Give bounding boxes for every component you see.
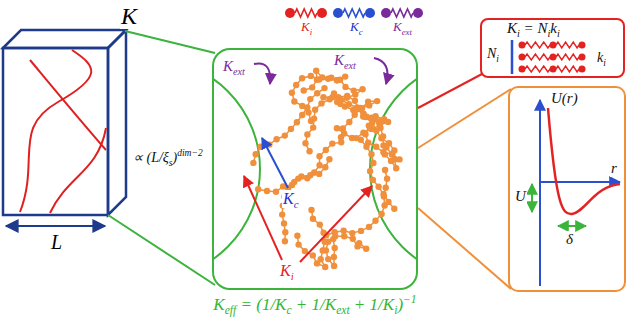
bond-rows — [519, 42, 586, 73]
zoom-line — [125, 31, 215, 53]
axis-label: U(r) — [550, 90, 579, 107]
subscript: s — [169, 158, 173, 168]
scaling-label: ∝ (L/ξs)dim−2 — [132, 150, 204, 165]
ext-arrow — [254, 63, 270, 84]
ext-arrow — [374, 58, 388, 84]
equation-label: Ki = Niki — [506, 20, 561, 37]
length-label: L — [50, 231, 63, 253]
zoom-line — [418, 208, 511, 289]
subscript: i — [291, 270, 294, 282]
subscript: i — [517, 28, 520, 39]
kc-arrow — [262, 138, 288, 188]
domain-arcs — [213, 59, 417, 279]
zoom-line — [418, 74, 482, 108]
superscript: −1 — [403, 293, 417, 306]
zoom-line — [418, 89, 511, 289]
stiffness-label: Kc — [282, 190, 300, 208]
cube — [3, 30, 126, 215]
subscript: ext — [233, 66, 245, 77]
spring-label: Ki — [300, 20, 313, 34]
count-bracket — [511, 40, 514, 74]
width-label: δ — [565, 231, 574, 248]
formula-label: Keff = (1/Kc + 1/Kext + 1/Ki)−1 — [212, 296, 417, 315]
spring-label: ki — [596, 50, 607, 65]
superscript: dim−2 — [177, 148, 202, 158]
depth-arrow — [531, 184, 533, 212]
zoom-line — [108, 31, 215, 285]
cube-box: KL — [3, 30, 126, 215]
stiffness-label: Kext — [222, 58, 246, 75]
subscript: i — [394, 304, 397, 317]
count-label: Ni — [486, 46, 500, 61]
y-axis — [539, 100, 541, 286]
spring-chain — [285, 8, 423, 18]
subscript: i — [557, 28, 560, 39]
subscript: ext — [336, 304, 349, 317]
zoom-line — [418, 74, 482, 108]
inset-box: Ki = NikiNi ki — [480, 18, 625, 78]
subscript: c — [359, 27, 363, 37]
length-arrow — [6, 225, 105, 227]
depth-label: U — [514, 188, 527, 205]
width-arrow — [558, 225, 586, 227]
subscript: c — [286, 304, 291, 317]
subscript: c — [294, 198, 299, 210]
subscript: ext — [402, 27, 412, 37]
zoom-line — [108, 215, 215, 285]
zoom-box: Kext KextKcKi — [212, 48, 418, 290]
subscript: i — [496, 54, 499, 64]
ki-arrow — [300, 186, 372, 262]
axis-label: r — [610, 160, 618, 177]
spring-label: Kext — [392, 20, 413, 34]
stiffness-label: K — [120, 3, 138, 29]
subscript: ext — [344, 60, 356, 71]
potential-box: U(r) rUδ — [508, 86, 626, 292]
spring-label: Kc — [349, 20, 364, 34]
subscript: i — [548, 28, 551, 39]
subscript: i — [310, 27, 312, 37]
ki-arrow — [244, 176, 282, 260]
potential-curve — [548, 108, 620, 214]
stiffness-label: Kext — [333, 52, 357, 69]
zoom-line — [418, 89, 511, 148]
subscript: eff — [225, 304, 237, 317]
subscript: i — [603, 58, 606, 68]
strand-curves — [20, 50, 106, 213]
stiffness-label: Ki — [279, 262, 295, 280]
x-axis — [540, 181, 620, 183]
